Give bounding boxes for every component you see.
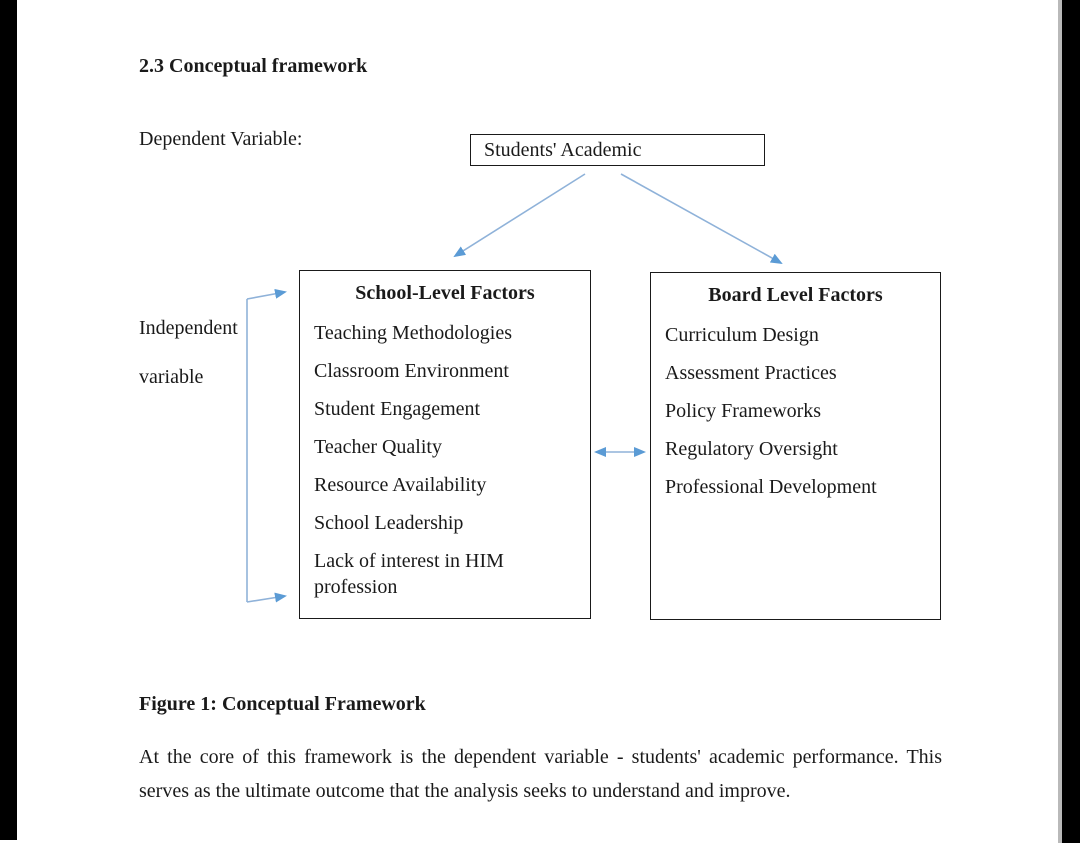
arrow-dependent-to-board [620,173,783,264]
dependent-variable-box: Students' Academic [470,134,765,166]
body-paragraph: At the core of this framework is the dep… [139,746,942,802]
independent-bracket-arrow-top [246,288,287,300]
factor-item: Classroom Environment [314,360,509,382]
independent-bracket-arrow-bottom [246,592,287,603]
factor-item: Student Engagement [314,398,481,420]
section-heading: 2.3 Conceptual framework [139,55,368,77]
school-level-factors-box: School-Level Factors Teaching Methodolog… [299,270,591,619]
dependent-variable-label: Dependent Variable: [139,128,303,150]
factor-item: Teaching Methodologies [314,322,512,344]
factor-item: Teacher Quality [314,436,442,458]
page-edge-shadow-right [1058,0,1062,843]
factor-item: Resource Availability [314,474,487,496]
page-edge-left [0,0,17,840]
factor-item: Curriculum Design [665,324,819,346]
factor-item: Lack of interest in HIM profession [314,550,504,598]
factor-item: Regulatory Oversight [665,438,838,460]
dependent-variable-box-label: Students' Academic [484,139,642,161]
factor-item: Professional Development [665,476,877,498]
independent-variable-label-line1: Independent [139,317,238,339]
board-box-title: Board Level Factors [708,284,883,306]
school-box-title: School-Level Factors [355,282,535,304]
factor-item: School Leadership [314,512,464,534]
factor-item: Assessment Practices [665,362,837,384]
independent-variable-label-line2: variable [139,366,204,388]
arrow-dependent-to-school [453,173,586,258]
figure-caption: Figure 1: Conceptual Framework [139,693,426,715]
factor-item: Policy Frameworks [665,400,822,422]
page-edge-right [1062,0,1080,843]
